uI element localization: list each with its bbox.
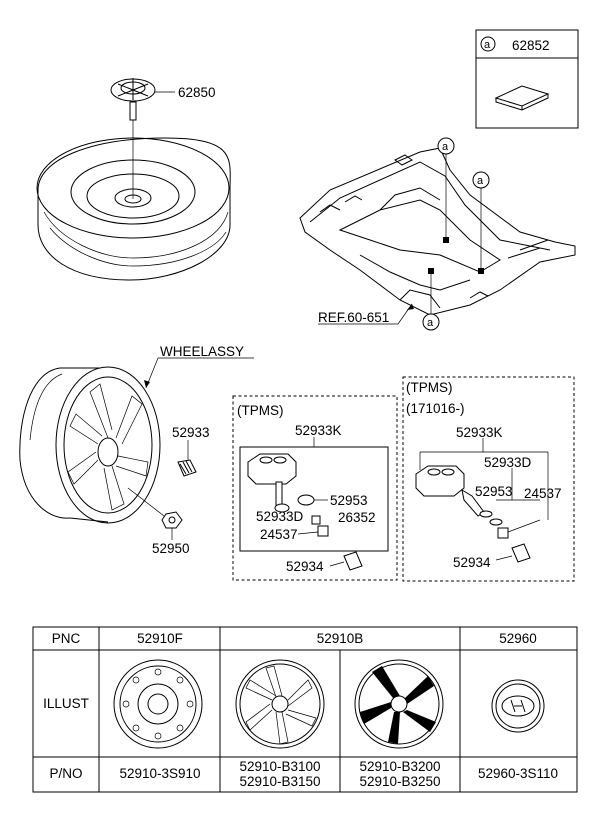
tpms-box-2 bbox=[402, 376, 575, 582]
wheel-assy-label: WHEELASSY bbox=[160, 344, 244, 359]
tpms-box-2-grommet-label: 52953 bbox=[475, 484, 513, 499]
table-header-pnc: PNC bbox=[52, 631, 81, 646]
tpms-box-1-cap-label: 52934 bbox=[286, 559, 324, 574]
wheel-nut bbox=[127, 487, 183, 540]
tpms-box-2-date: (171016-) bbox=[406, 401, 465, 416]
table-header-pno: P/NO bbox=[49, 766, 82, 781]
pnc-cell-alloy: 52910B bbox=[317, 631, 364, 646]
alloy-wheel-illustration bbox=[19, 366, 161, 524]
valve-stem bbox=[177, 440, 197, 477]
spare-tire-lock-bolt bbox=[110, 78, 175, 199]
part-label-62850: 62850 bbox=[178, 85, 216, 100]
steel-wheel-illustration bbox=[113, 659, 203, 749]
spare-tire-illustration bbox=[36, 137, 231, 281]
part-label-62852: 62852 bbox=[512, 38, 550, 53]
tpms-box-2-cap-label: 52934 bbox=[453, 555, 491, 570]
pno-cell-cap: 52960-3S110 bbox=[478, 766, 558, 781]
tpms-box-1-washer-label: 24537 bbox=[260, 527, 298, 542]
pnc-cell-steel: 52910F bbox=[137, 631, 183, 646]
wheel-table bbox=[32, 626, 578, 793]
tpms-box-1-core-label: 52933D bbox=[256, 509, 304, 524]
tpms-box-1 bbox=[232, 395, 398, 581]
circle-a-label: a bbox=[484, 39, 491, 51]
tpms-box-1-cap-part-label: 26352 bbox=[338, 510, 376, 525]
pno-cell-b3150: 52910-B3150 bbox=[239, 774, 320, 789]
circle-a-marker-2: a bbox=[477, 175, 484, 187]
luggage-mat-box bbox=[475, 29, 579, 129]
center-cap-illustration bbox=[491, 679, 545, 733]
pno-cell-steel: 52910-3S910 bbox=[119, 766, 200, 781]
pnc-cell-cap: 52960 bbox=[499, 631, 537, 646]
ref-label: REF.60-651 bbox=[318, 310, 389, 325]
floor-panel-illustration bbox=[299, 137, 576, 331]
tpms-box-1-sensor-label: 52933K bbox=[295, 423, 342, 438]
pno-cell-b3100: 52910-B3100 bbox=[239, 759, 320, 774]
circle-a-marker-1: a bbox=[442, 141, 449, 153]
alloy-wheel-b3100-illustration bbox=[235, 659, 325, 749]
part-label-52933: 52933 bbox=[172, 425, 210, 440]
tpms-box-2-core-label: 52933D bbox=[484, 455, 532, 470]
tpms-box-1-title: (TPMS) bbox=[237, 403, 284, 418]
alloy-wheel-b3200-illustration bbox=[354, 659, 444, 749]
tpms-box-2-title: (TPMS) bbox=[406, 380, 453, 395]
tpms-box-1-grommet-label: 52953 bbox=[330, 493, 368, 508]
tpms-box-2-sensor-label: 52933K bbox=[456, 425, 503, 440]
circle-a-marker-3: a bbox=[427, 317, 434, 329]
part-label-52950: 52950 bbox=[152, 541, 190, 556]
pno-cell-b3250: 52910-B3250 bbox=[359, 774, 440, 789]
table-header-illust: ILLUST bbox=[43, 696, 89, 711]
tpms-box-2-washer-label: 24537 bbox=[524, 486, 562, 501]
pno-cell-b3200: 52910-B3200 bbox=[359, 759, 440, 774]
